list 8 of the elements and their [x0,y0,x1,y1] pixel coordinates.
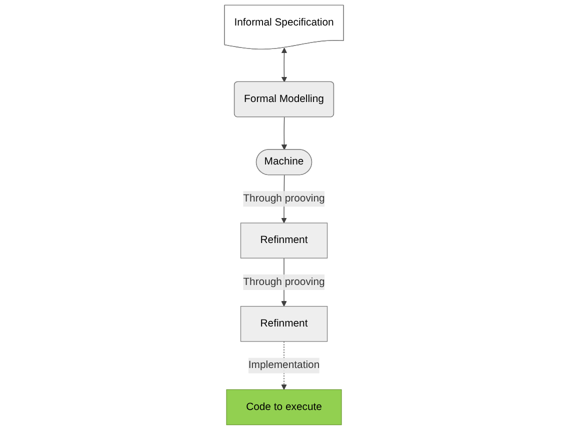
node-box: Code to execute [226,389,342,426]
edge-label: Through prooving [243,276,325,288]
edge-label: Implementation [248,360,320,371]
edge-label: Through prooving [243,193,325,204]
node-box: Refinment [240,222,328,258]
node-box: Refinment [240,306,328,342]
arrow [281,48,288,82]
arrow [281,116,288,150]
